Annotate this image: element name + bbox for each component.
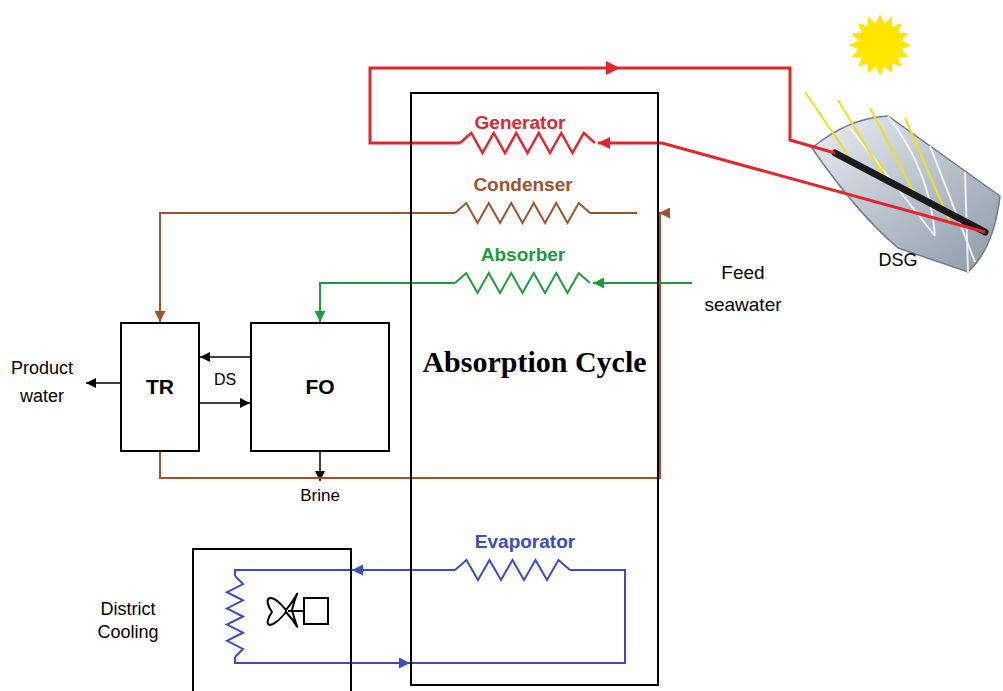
process-box: TR [120,322,200,452]
district-cooling-box: District Cooling [192,548,352,691]
flow-connector [160,213,410,322]
stream-label: DS [205,370,245,389]
stream-label: Brine [288,486,352,506]
evaporator-coil [455,560,570,580]
internal-line [235,570,352,576]
internal-line [410,212,455,214]
flow-arrow [606,61,620,75]
sun [860,25,900,65]
collector-label: DSG [866,250,930,272]
stream-label: Feed seawater [697,257,789,322]
internal-line [410,282,455,284]
flow-connector [320,283,410,322]
internal-line [410,569,455,571]
return-line [598,143,985,232]
cooling-coil [227,576,243,657]
node-text: Absorption Cycle [412,342,657,381]
internal-line [410,570,625,663]
receiver-tube [835,153,985,232]
component-label: Condenser [448,174,598,197]
node-text: FO [305,375,334,399]
sun-rays [849,14,911,76]
stream-label: Product water [2,355,82,411]
fan-motor [304,598,328,624]
flow-connector [200,356,250,358]
generator-coil [460,133,595,153]
trough-mirror [812,116,1000,272]
component-label: Generator [445,112,595,135]
component-label: Absorber [448,244,598,267]
node-text: District Cooling [80,598,176,645]
flow-connector [352,569,410,571]
feed-line [593,282,692,284]
absorber-coil [455,273,590,293]
product-arrow [86,382,120,384]
internal-line [235,657,352,663]
condenser-coil [455,203,590,223]
steam-line [370,68,835,153]
process-box: FO [250,322,390,452]
flow-connector [352,662,410,664]
internal-line [590,212,637,214]
flow-connector [200,402,250,404]
component-label: Evaporator [450,531,600,554]
node-text: TR [146,375,174,399]
brine-arrow [319,452,321,481]
fan-shaft [288,610,304,612]
